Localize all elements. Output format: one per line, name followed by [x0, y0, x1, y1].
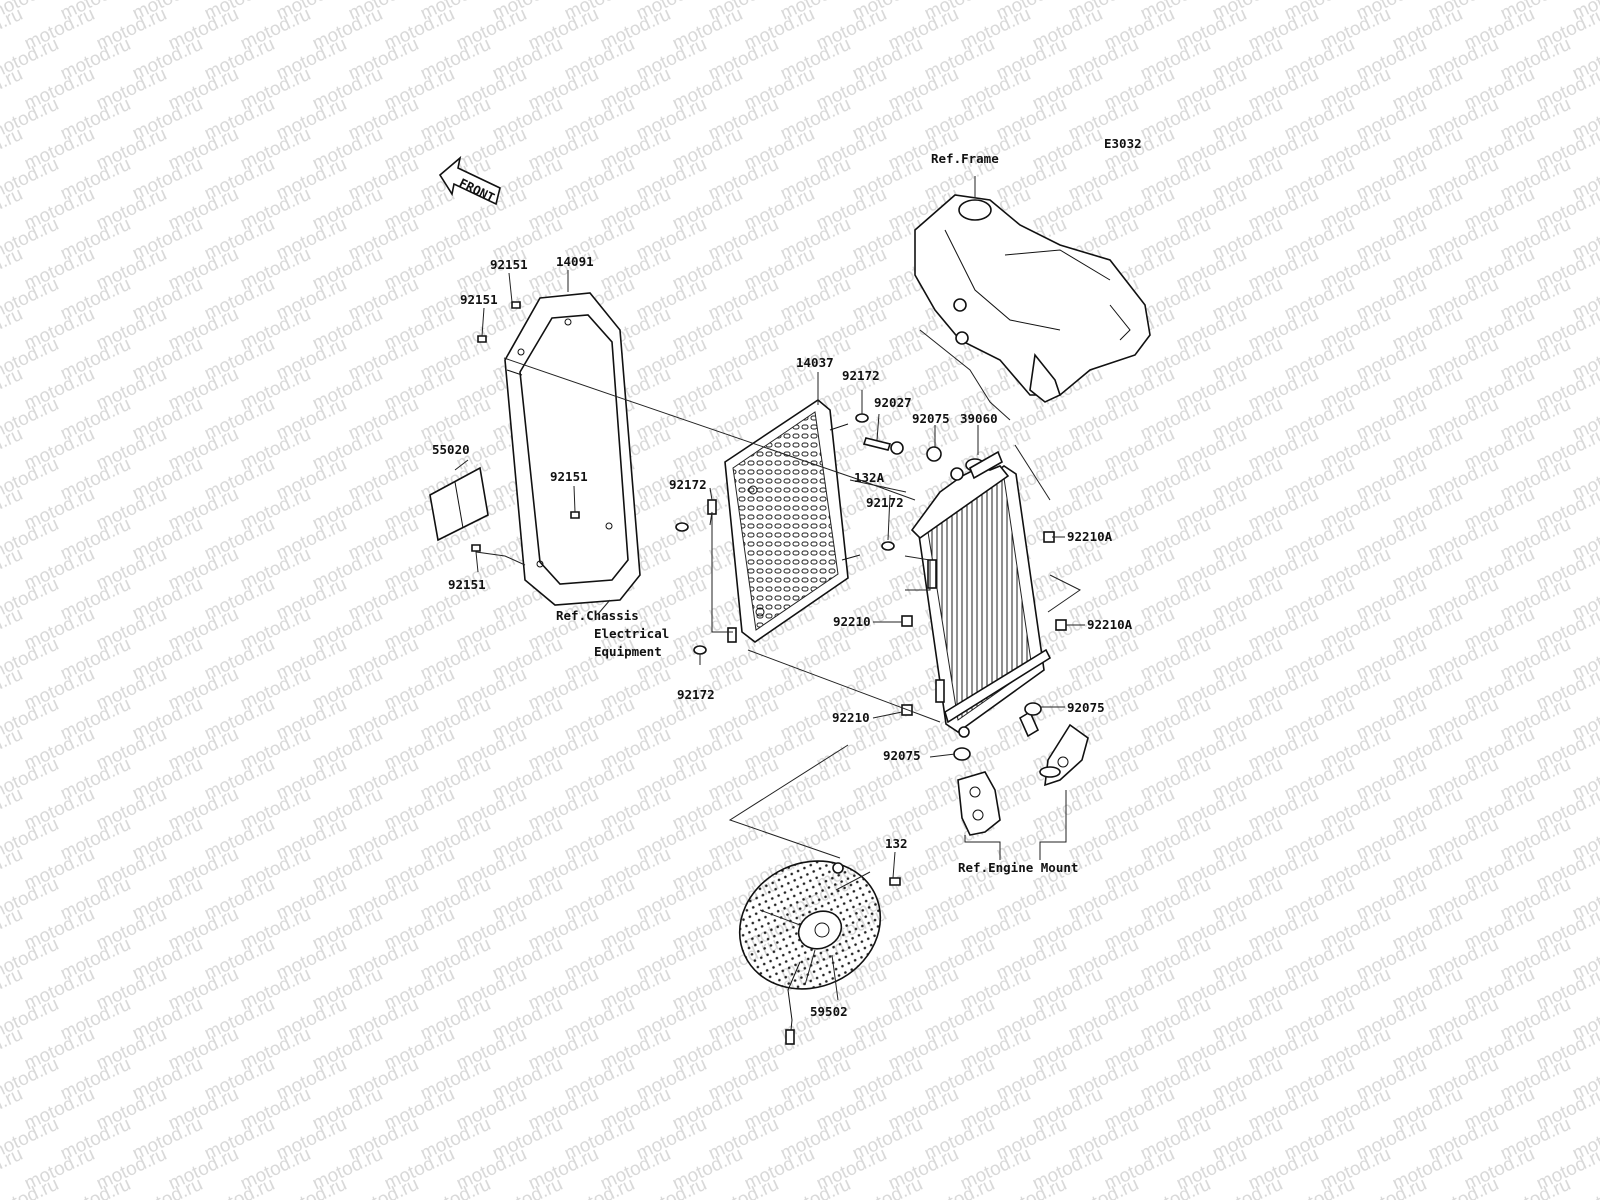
part-label-55020: 55020: [432, 442, 470, 457]
part-label-14091: 14091: [556, 254, 594, 269]
part-label-132A: 132A: [854, 470, 885, 485]
part-label-92075-b: 92075: [1067, 700, 1105, 715]
part-label-92210-a: 92210: [833, 614, 871, 629]
part-label-92075-a: 92075: [912, 411, 950, 426]
radiator-grille-14037: [724, 399, 861, 643]
part-label-92027: 92027: [874, 395, 912, 410]
radiator-shroud-14091: [504, 292, 641, 606]
part-label-14037: 14037: [796, 355, 834, 370]
part-label-92075-c: 92075: [883, 748, 921, 763]
part-label-92151-c: 92151: [550, 469, 588, 484]
part-label-92172-d: 92172: [866, 495, 904, 510]
part-label-132: 132: [885, 836, 908, 851]
part-label-92210A-a: 92210A: [1067, 529, 1113, 544]
diagram-code: E3032: [1104, 136, 1142, 151]
ref-engine-mount-label: Ref.Engine Mount: [958, 860, 1078, 875]
part-label-92151-b: 92151: [460, 292, 498, 307]
part-label-92151-d: 92151: [448, 577, 486, 592]
part-label-92151-a: 92151: [490, 257, 528, 272]
electrical-label: Electrical: [594, 626, 669, 641]
equipment-label: Equipment: [594, 644, 662, 659]
ref-frame-label: Ref.Frame: [931, 151, 999, 166]
ref-chassis-label: Ref.Chassis: [556, 608, 639, 623]
part-label-92210-b: 92210: [832, 710, 870, 725]
part-label-92210A-b: 92210A: [1087, 617, 1133, 632]
part-label-92172-c: 92172: [842, 368, 880, 383]
part-label-39060: 39060: [960, 411, 998, 426]
part-label-92172-a: 92172: [669, 477, 707, 492]
part-label-59502: 59502: [810, 1004, 848, 1019]
part-label-92172-b: 92172: [677, 687, 715, 702]
